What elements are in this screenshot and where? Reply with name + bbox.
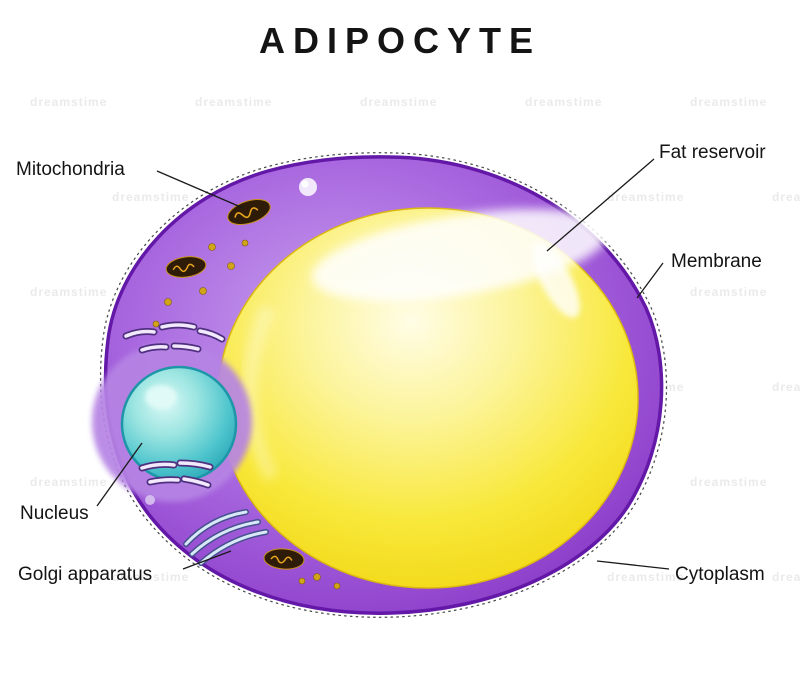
label-nucleus: Nucleus [20, 503, 89, 524]
label-golgi: Golgi apparatus [18, 564, 153, 585]
pointer-line-golgi [182, 550, 232, 570]
vesicle-icon [145, 178, 317, 505]
label-fat-reservoir: Fat reservoir [659, 142, 766, 163]
pointer-line-cytoplasm [596, 560, 670, 570]
mitochondrion-icon-3 [263, 548, 305, 570]
golgi-stack-lower [138, 459, 214, 489]
golgi-apparatus-icon [183, 509, 269, 566]
organelle-dots [152, 239, 341, 590]
diagram-title: ADIPOCYTE [258, 20, 542, 61]
fat-gloss-streak [532, 242, 580, 318]
membrane-dashed-outline [99, 152, 668, 618]
fat-droplet [217, 207, 639, 589]
fat-gloss-highlight [311, 209, 609, 301]
nucleus-shape [120, 365, 238, 483]
pointer-line-nucleus [96, 442, 143, 507]
mitochondrion-icon-2 [165, 256, 207, 278]
fat-left-reflection [242, 304, 280, 482]
label-membrane: Membrane [671, 251, 762, 272]
pointer-line-mitochondria [156, 170, 244, 209]
label-mitochondria: Mitochondria [16, 159, 125, 180]
nucleus-highlight [145, 385, 177, 409]
label-cytoplasm: Cytoplasm [675, 564, 765, 585]
pointer-line-membrane [636, 262, 664, 299]
pointer-line-fat-reservoir [546, 158, 655, 252]
golgi-stack-upper [122, 321, 226, 354]
